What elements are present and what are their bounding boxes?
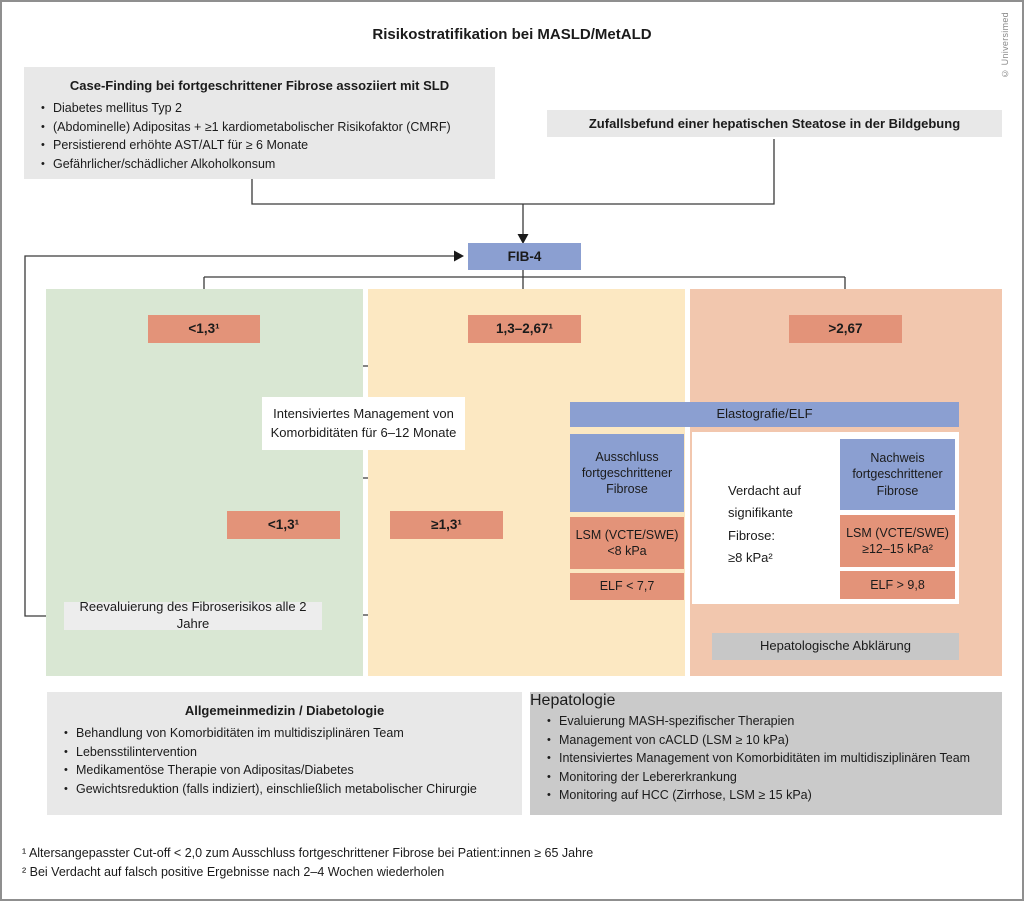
suspicion-text: Verdacht auf signifikante Fibrose: ≥8 kP…: [728, 483, 801, 566]
list-item: Monitoring auf HCC (Zirrhose, LSM ≥ 15 k…: [546, 786, 992, 805]
fib4-box: FIB-4: [468, 243, 581, 270]
hepatology-care-box: Hepatologie Evaluierung MASH-spezifische…: [530, 692, 1002, 815]
list-item: Behandlung von Komorbiditäten im multidi…: [63, 724, 512, 743]
primary-care-box: Allgemeinmedizin / Diabetologie Behandlu…: [47, 692, 522, 815]
management-box: Intensiviertes Management von Komorbidit…: [262, 397, 465, 450]
confirmation-lsm-box: LSM (VCTE/SWE) ≥12–15 kPa²: [840, 515, 955, 567]
repeat-cutoff-low-box: <1,3¹: [227, 511, 340, 539]
confirmation-elf-box: ELF > 9,8: [840, 571, 955, 599]
footnote-1: ¹ Altersangepasster Cut-off < 2,0 zum Au…: [22, 846, 594, 860]
list-item: Diabetes mellitus Typ 2: [40, 99, 485, 118]
case-finding-box: Case-Finding bei fortgeschrittener Fibro…: [24, 67, 495, 179]
list-item: Gewichtsreduktion (falls indiziert), ein…: [63, 780, 512, 799]
primary-care-list: Behandlung von Komorbiditäten im multidi…: [47, 724, 522, 798]
copyright-label: © Universimed: [1000, 12, 1010, 79]
list-item: Lebensstilintervention: [63, 743, 512, 762]
list-item: Management von cACLD (LSM ≥ 10 kPa): [546, 731, 992, 750]
list-item: (Abdominelle) Adipositas + ≥1 kardiometa…: [40, 118, 485, 137]
list-item: Medikamentöse Therapie von Adipositas/Di…: [63, 761, 512, 780]
case-finding-title: Case-Finding bei fortgeschrittener Fibro…: [69, 78, 450, 93]
repeat-cutoff-high-box: ≥1,3¹: [390, 511, 503, 539]
incidental-finding-box: Zufallsbefund einer hepatischen Steatose…: [547, 110, 1002, 137]
footnotes: ¹ Altersangepasster Cut-off < 2,0 zum Au…: [22, 844, 593, 882]
hepatology-care-title: Hepatologie: [530, 692, 616, 709]
hepatology-care-list: Evaluierung MASH-spezifischer TherapienM…: [530, 712, 1002, 805]
primary-care-title: Allgemeinmedizin / Diabetologie: [184, 703, 385, 718]
list-item: Gefährlicher/schädlicher Alkoholkonsum: [40, 155, 485, 174]
cutoff-low-box: <1,3¹: [148, 315, 260, 343]
case-finding-list: Diabetes mellitus Typ 2(Abdominelle) Adi…: [24, 99, 495, 173]
elastography-banner: Elastografie/ELF: [570, 402, 959, 427]
exclusion-box: Ausschluss fortgeschrittener Fibrose: [570, 434, 684, 512]
hepatology-referral-box: Hepatologische Abklärung: [712, 633, 959, 660]
confirmation-box: Nachweis fortgeschrittener Fibrose: [840, 439, 955, 510]
list-item: Intensiviertes Management von Komorbidit…: [546, 749, 992, 768]
cutoff-mid-box: 1,3–2,67¹: [468, 315, 581, 343]
cutoff-high-box: >2,67: [789, 315, 902, 343]
exclusion-elf-box: ELF < 7,7: [570, 573, 684, 600]
list-item: Persistierend erhöhte AST/ALT für ≥ 6 Mo…: [40, 136, 485, 155]
list-item: Evaluierung MASH-spezifischer Therapien: [546, 712, 992, 731]
list-item: Monitoring der Lebererkrankung: [546, 768, 992, 787]
footnote-2: ² Bei Verdacht auf falsch positive Ergeb…: [22, 865, 445, 879]
exclusion-lsm-box: LSM (VCTE/SWE) <8 kPa: [570, 517, 684, 569]
page-title: Risikostratifikation bei MASLD/MetALD: [372, 26, 652, 43]
reevaluation-box: Reevaluierung des Fibroserisikos alle 2 …: [64, 599, 322, 631]
